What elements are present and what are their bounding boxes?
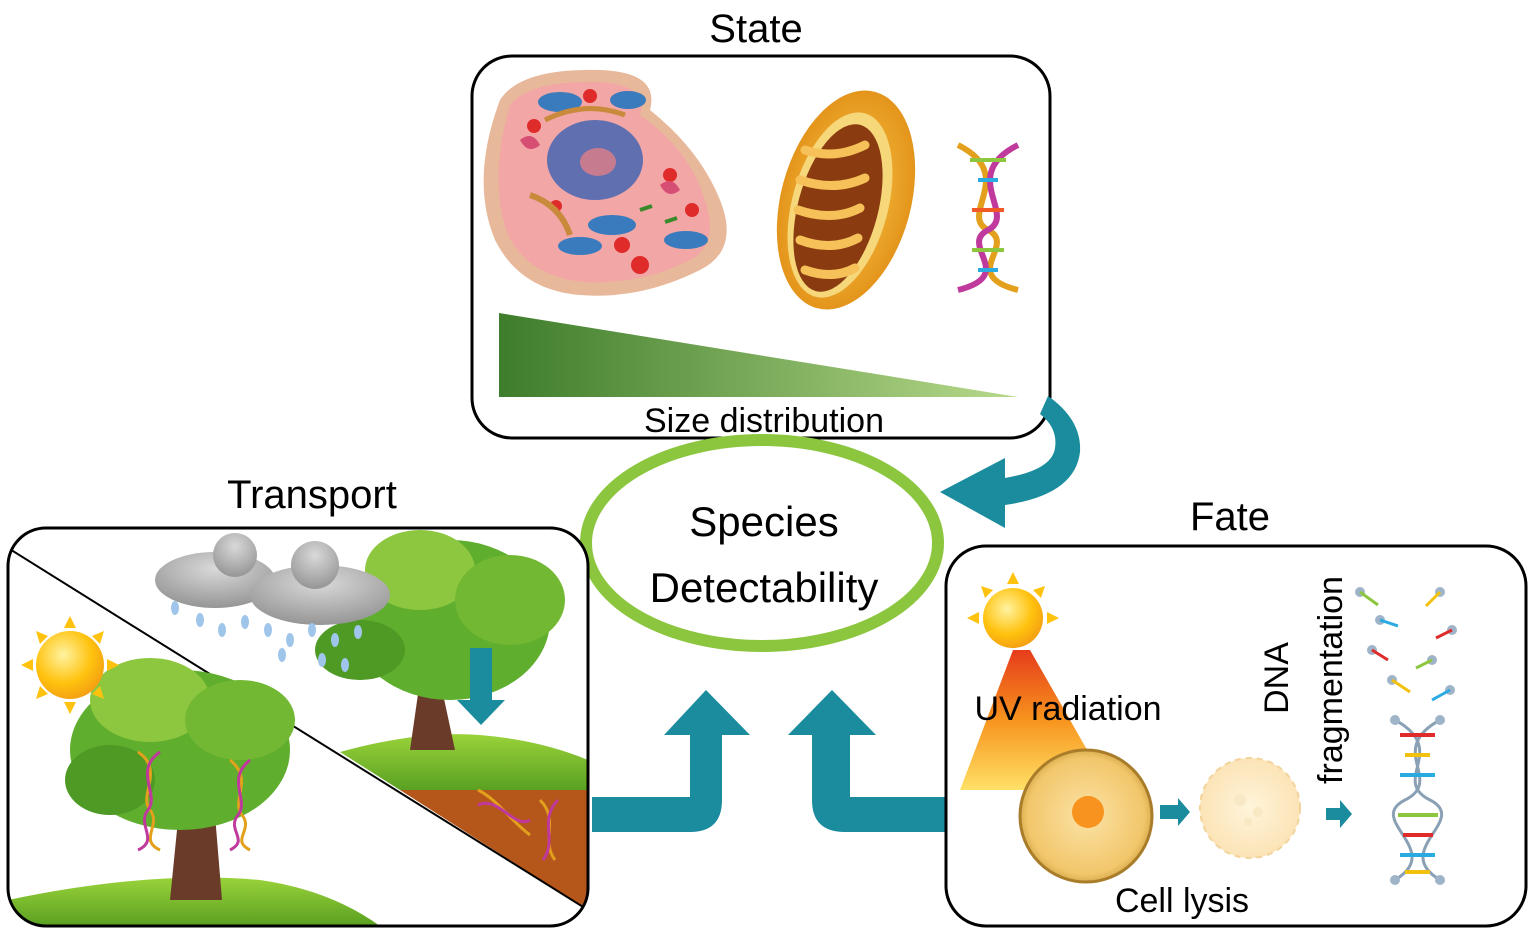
- mitochondrion-icon: [776, 90, 916, 310]
- dna-icon: [137, 750, 560, 861]
- size-distribution-label: Size distribution: [644, 402, 884, 440]
- transport-arrow: [592, 690, 750, 832]
- fate-title: Fate: [1190, 495, 1270, 539]
- center-node: Species Detectability: [580, 434, 944, 652]
- grass-hill-right: [340, 734, 588, 790]
- state-panel: State: [470, 7, 1052, 440]
- transport-title: Transport: [227, 473, 397, 517]
- small-arrow-icon: [1326, 800, 1352, 828]
- state-arrow: [940, 396, 1081, 528]
- fate-panel: Fate UV radiation Cell lysis: [944, 495, 1528, 928]
- fate-arrow: [788, 690, 945, 832]
- transport-box-border: [6, 526, 590, 928]
- state-title: State: [709, 7, 802, 51]
- dna-icon: [956, 142, 1020, 293]
- tree-icon: [65, 658, 295, 900]
- fragmentation-label: fragmentation: [1312, 576, 1350, 784]
- down-arrow-icon: [457, 648, 505, 725]
- arrows: [592, 396, 1081, 832]
- transport-panel: Transport: [6, 473, 590, 928]
- rain-cloud-icon: [155, 533, 390, 672]
- grass-hill-left: [8, 877, 380, 926]
- uv-label: UV radiation: [974, 690, 1161, 728]
- center-line2: Detectability: [650, 564, 879, 611]
- tree-icon: [315, 530, 565, 750]
- cell-lysis-label: Cell lysis: [1115, 882, 1249, 920]
- dna-label: DNA: [1258, 642, 1296, 714]
- animal-cell-icon: [483, 69, 727, 296]
- cell-icon: [1018, 748, 1154, 884]
- sun-icon: [967, 572, 1059, 648]
- diagonal-divider: [8, 547, 588, 911]
- center-line1: Species: [689, 498, 838, 545]
- detectability-ring: [580, 434, 944, 652]
- sun-icon: [21, 616, 119, 714]
- small-arrow-icon: [1160, 798, 1190, 826]
- size-distribution-wedge: [499, 313, 1018, 397]
- lysed-cell-icon: [1199, 757, 1301, 859]
- fragmented-dna-icon: [1355, 587, 1457, 885]
